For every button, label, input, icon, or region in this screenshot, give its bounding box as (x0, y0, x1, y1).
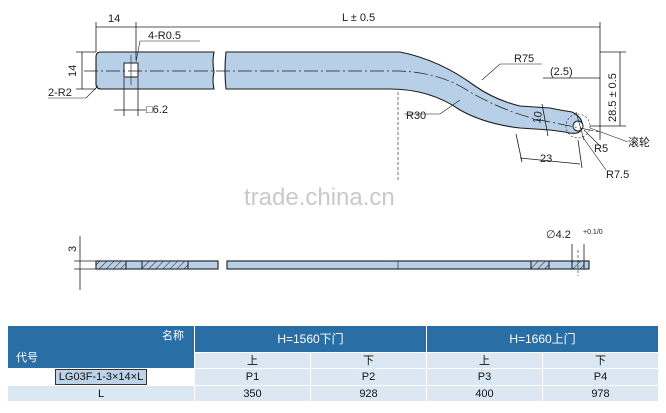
pcode-cell: P1 (194, 368, 311, 386)
pcode-cell: P4 (542, 368, 659, 386)
side-hatch-2 (141, 260, 189, 270)
dim-r30: R30 (406, 110, 426, 122)
roller-hole (572, 120, 584, 132)
dim-r7-5: R7.5 (606, 169, 629, 181)
pcode-cell: P3 (426, 368, 543, 386)
dim-bar-width: 14 (67, 65, 79, 77)
dim-hole-radius: 4-R0.5 (148, 30, 181, 42)
corner-top-label: 名称 (162, 330, 184, 342)
l-label-cell: L (7, 385, 195, 402)
l-value-cell: 978 (542, 385, 659, 402)
dim-length: L ± 0.5 (342, 12, 375, 24)
l-value-cell: 928 (310, 385, 427, 402)
dim-hole-tol: +0.1/0 (583, 229, 603, 236)
group1-header: H=1560下门 (194, 325, 427, 353)
bar-right-segment (224, 51, 583, 134)
dim-end-width: 14 (108, 13, 120, 25)
side-hatch-3 (530, 260, 550, 270)
dim-r5: R5 (594, 143, 608, 155)
corner-bottom-label: 代号 (16, 352, 38, 364)
center-line (84, 70, 601, 133)
pos-cell: 下 (542, 352, 659, 369)
l-value-cell: 400 (426, 385, 543, 402)
dim-r75: R75 (514, 53, 534, 65)
dim-tab-width: 10 (531, 110, 545, 124)
code-cell: LG03F-1-3×14×L (7, 368, 195, 386)
spec-table: 名称 代号 H=1560下门 H=1660上门 上 下 上 下 LG03F-1-… (7, 325, 659, 402)
label-roller: 滚轮 (628, 135, 650, 149)
pos-cell: 上 (426, 352, 543, 369)
l-value-cell: 350 (194, 385, 311, 402)
dim-offset: (2.5) (550, 66, 573, 78)
dim-height: 28.5 ± 0.5 (607, 73, 619, 122)
dim-hole-dia: ∅4.2 (546, 229, 571, 241)
dim-thickness: 3 (67, 246, 79, 252)
technical-drawing: 14 L ± 0.5 4-R0.5 14 2-R2 □6.2 R75 R30 (… (48, 12, 650, 290)
pcode-cell: P2 (310, 368, 427, 386)
pos-cell: 下 (310, 352, 427, 369)
bar-left-segment (95, 51, 215, 90)
side-hatch-1 (95, 260, 127, 270)
side-view-right (226, 260, 590, 270)
dim-corner-radius: 2-R2 (48, 87, 72, 99)
pos-cell: 上 (194, 352, 311, 369)
watermark: trade.china.cn (244, 184, 395, 211)
group2-header: H=1660上门 (426, 325, 659, 353)
dim-tab-length: 23 (540, 153, 552, 165)
code-value: LG03F-1-3×14×L (54, 369, 148, 385)
corner-header: 名称 代号 (7, 325, 195, 369)
dim-square-hole: □6.2 (146, 104, 168, 116)
